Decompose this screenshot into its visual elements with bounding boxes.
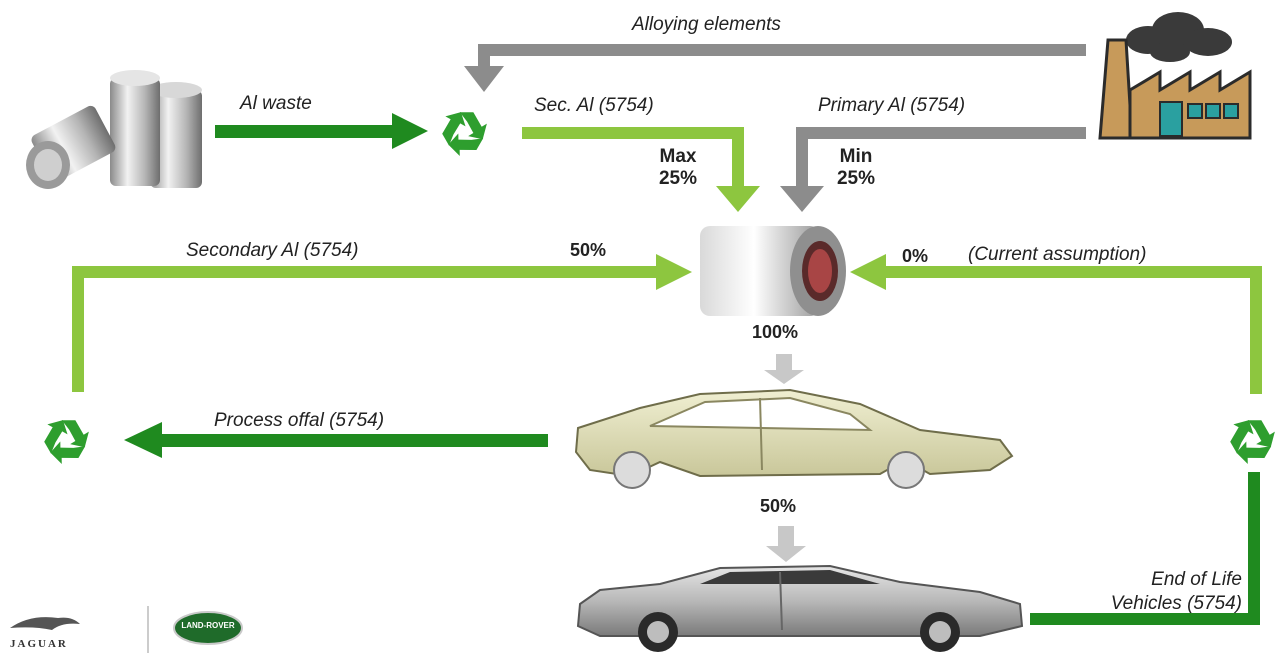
- process-offal-label: Process offal (5754): [214, 410, 385, 431]
- secondary-al-input-arrow: [522, 127, 760, 212]
- alloying-elements-arrow: [464, 44, 1086, 92]
- min-share-label: Min 25%: [826, 146, 886, 190]
- secondary-al-percent: 50%: [570, 240, 607, 260]
- current-assumption-label: (Current assumption): [968, 244, 1147, 265]
- secondary-al-label: Secondary Al (5754): [186, 240, 359, 261]
- recycle-icon: [1226, 416, 1275, 466]
- min-percent: 25%: [836, 168, 876, 189]
- max-label: Max: [659, 146, 697, 167]
- eol-vehicles-arrow: [1030, 472, 1260, 625]
- aluminium-scrap-cans-icon: [26, 70, 202, 189]
- eol-return-percent: 0%: [902, 246, 929, 266]
- coil-to-body-arrow: [764, 354, 804, 384]
- land-rover-oval-logo: [173, 611, 243, 645]
- min-label: Min: [839, 146, 873, 167]
- eol-vehicles-line2: Vehicles (5754): [1110, 593, 1242, 614]
- recycle-icon: [438, 108, 487, 158]
- body-to-car-percent: 50%: [760, 496, 797, 516]
- max-percent: 25%: [658, 168, 698, 189]
- primary-al-arrow: [780, 127, 1086, 212]
- jaguar-wordmark: JAGUAR: [10, 638, 68, 650]
- eol-vehicles-line1: End of Life: [1151, 569, 1242, 590]
- primary-al-label: Primary Al (5754): [818, 95, 966, 116]
- recycle-icon: [40, 416, 89, 466]
- coil-to-body-percent: 100%: [752, 322, 799, 342]
- body-to-car-arrow: [766, 526, 806, 562]
- alloying-elements-label: Alloying elements: [632, 14, 781, 35]
- car-body-shell-icon: [574, 388, 1014, 489]
- finished-car-icon: [576, 564, 1024, 652]
- max-share-label: Max 25%: [648, 146, 708, 190]
- eol-return-arrow: [850, 254, 1262, 394]
- factory-icon: [1098, 12, 1252, 140]
- sec-al-label: Sec. Al (5754): [534, 95, 654, 116]
- process-offal-arrow: [124, 422, 548, 458]
- al-waste-arrow: [215, 113, 428, 149]
- al-waste-label: Al waste: [240, 93, 312, 114]
- aluminium-coil-icon: [700, 226, 846, 316]
- jaguar-leaper-logo: [10, 617, 80, 630]
- land-rover-wordmark: LAND-ROVER: [181, 621, 235, 630]
- secondary-al-loop-arrow: [72, 254, 692, 392]
- eol-vehicles-label: End of Life Vehicles (5754): [1062, 568, 1242, 616]
